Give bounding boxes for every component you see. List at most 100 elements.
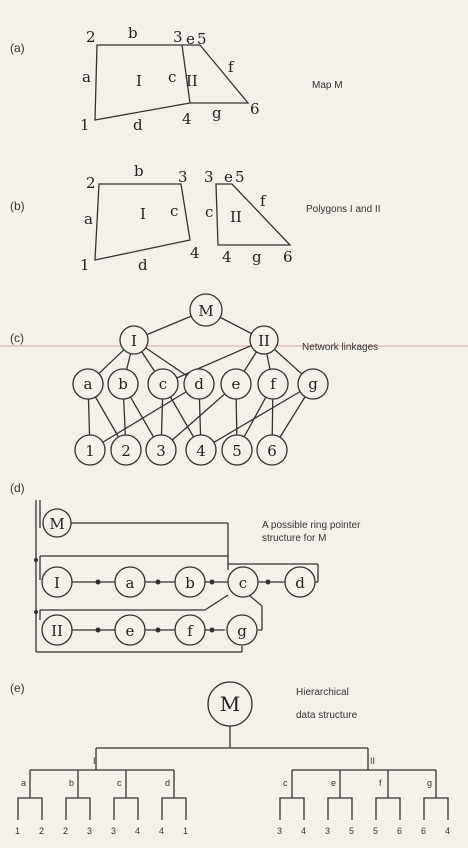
ring-node-f: f <box>174 614 206 646</box>
svg-text:c: c <box>159 375 167 393</box>
polygon-II-outline <box>182 44 250 104</box>
network-node-II: II <box>249 325 279 355</box>
hierarchy-root-M: M <box>207 681 253 727</box>
svg-text:c: c <box>239 574 247 592</box>
panel-e-hierarchy: (e) Hierarchical data structure M <box>10 681 450 836</box>
hier-II-edge-e: e <box>331 778 336 788</box>
svg-text:f: f <box>270 375 277 393</box>
edge-label-b: b <box>128 24 138 42</box>
network-edge-node-f: f <box>257 368 289 400</box>
svg-text:e: e <box>126 622 135 640</box>
svg-text:I: I <box>54 574 60 592</box>
ring-node-g: g <box>226 614 258 646</box>
b-point-3: 3 <box>178 168 188 186</box>
panel-a-label: (a) <box>10 41 25 55</box>
edge-label-a: a <box>82 68 91 86</box>
svg-text:M: M <box>198 302 213 320</box>
hierarchy-lines <box>17 726 449 820</box>
svg-text:2: 2 <box>121 442 131 460</box>
b-point-1: 1 <box>80 256 90 274</box>
hier-II-e-p1: 3 <box>325 826 330 836</box>
point-label-6: 6 <box>250 100 260 118</box>
svg-text:3: 3 <box>156 442 166 460</box>
b-edge-c2: c <box>205 203 213 221</box>
network-edge-node-d: d <box>183 368 215 400</box>
b-point-3b: 3 <box>204 168 214 186</box>
network-point-node-3: 3 <box>145 434 177 466</box>
panel-e-caption-line1: Hierarchical <box>296 687 349 698</box>
hier-I-c-p2: 4 <box>135 826 140 836</box>
hier-II-edge-f: f <box>379 778 382 788</box>
b-edge-e: e <box>224 168 233 186</box>
panel-b-label: (b) <box>10 199 25 213</box>
hier-II-edge-c: c <box>283 778 288 788</box>
panel-e-caption-line2: data structure <box>296 710 358 721</box>
hier-II-c-p1: 3 <box>277 826 282 836</box>
network-point-node-4: 4 <box>185 434 217 466</box>
point-label-3: 3 <box>173 28 183 46</box>
hier-I-edge-a: a <box>21 778 26 788</box>
panel-e-label: (e) <box>10 681 25 695</box>
network-edge-node-b: b <box>107 368 139 400</box>
panel-c-label: (c) <box>10 331 24 345</box>
hier-II-c-p2: 4 <box>301 826 306 836</box>
panel-d-caption-line1: A possible ring pointer <box>262 520 361 531</box>
ring-node-d: d <box>284 566 316 598</box>
svg-text:g: g <box>237 622 247 640</box>
b-polygon-I: I <box>140 205 146 223</box>
network-point-node-2: 2 <box>110 434 142 466</box>
hier-II-e-p2: 5 <box>349 826 354 836</box>
ring-node-c: c <box>227 566 259 598</box>
panel-c-caption: Network linkages <box>302 342 378 353</box>
b-edge-a: a <box>84 210 93 228</box>
panel-a-map: (a) Map M 2 3 5 1 4 6 a b c d e f g I II <box>10 24 343 134</box>
edge-label-g: g <box>212 104 222 122</box>
hier-label-I: I <box>93 756 96 766</box>
svg-text:a: a <box>126 574 135 592</box>
polygon-I-shape <box>94 183 191 261</box>
hier-I-a-p1: 1 <box>15 826 20 836</box>
b-point-2: 2 <box>86 174 96 192</box>
svg-text:e: e <box>232 375 241 393</box>
hier-II-edge-g: g <box>427 778 432 788</box>
network-edge-node-c: c <box>147 368 179 400</box>
network-edge-node-a: a <box>72 368 104 400</box>
panel-d-label: (d) <box>10 481 25 495</box>
b-point-4b: 4 <box>222 248 232 266</box>
panel-a-caption: Map M <box>312 80 343 91</box>
b-polygon-II: II <box>230 208 242 226</box>
panel-d-caption-line2: structure for M <box>262 533 326 544</box>
point-label-5: 5 <box>197 30 207 48</box>
hier-II-g-p1: 6 <box>421 826 426 836</box>
svg-text:I: I <box>131 332 137 350</box>
svg-text:II: II <box>51 622 63 640</box>
hier-I-edge-c: c <box>117 778 122 788</box>
b-edge-b: b <box>134 162 144 180</box>
hier-II-f-p1: 5 <box>373 826 378 836</box>
svg-text:M: M <box>49 515 64 533</box>
network-edge-node-g: g <box>297 368 329 400</box>
svg-text:5: 5 <box>232 442 242 460</box>
svg-text:4: 4 <box>196 442 206 460</box>
ring-node-b: b <box>174 566 206 598</box>
edge-label-e: e <box>186 30 195 48</box>
b-edge-d: d <box>138 256 148 274</box>
point-label-1: 1 <box>80 116 90 134</box>
edge-label-c: c <box>168 68 176 86</box>
hier-II-f-p2: 6 <box>397 826 402 836</box>
edge-label-d: d <box>133 116 143 134</box>
b-point-6: 6 <box>283 248 293 266</box>
polygon-label-II: II <box>186 72 198 90</box>
hier-I-d-p2: 1 <box>183 826 188 836</box>
edge-label-f: f <box>228 58 235 76</box>
b-edge-f: f <box>260 192 267 210</box>
svg-text:b: b <box>118 375 128 393</box>
b-point-4: 4 <box>190 244 200 262</box>
network-edge-node-e: e <box>220 368 252 400</box>
panel-b-polygons: (b) Polygons I and II 2 3 1 4 a b c d I … <box>10 162 381 274</box>
hier-I-a-p2: 2 <box>39 826 44 836</box>
network-node-M: M <box>189 293 223 327</box>
ring-node-M: M <box>42 508 72 538</box>
svg-text:b: b <box>185 574 195 592</box>
